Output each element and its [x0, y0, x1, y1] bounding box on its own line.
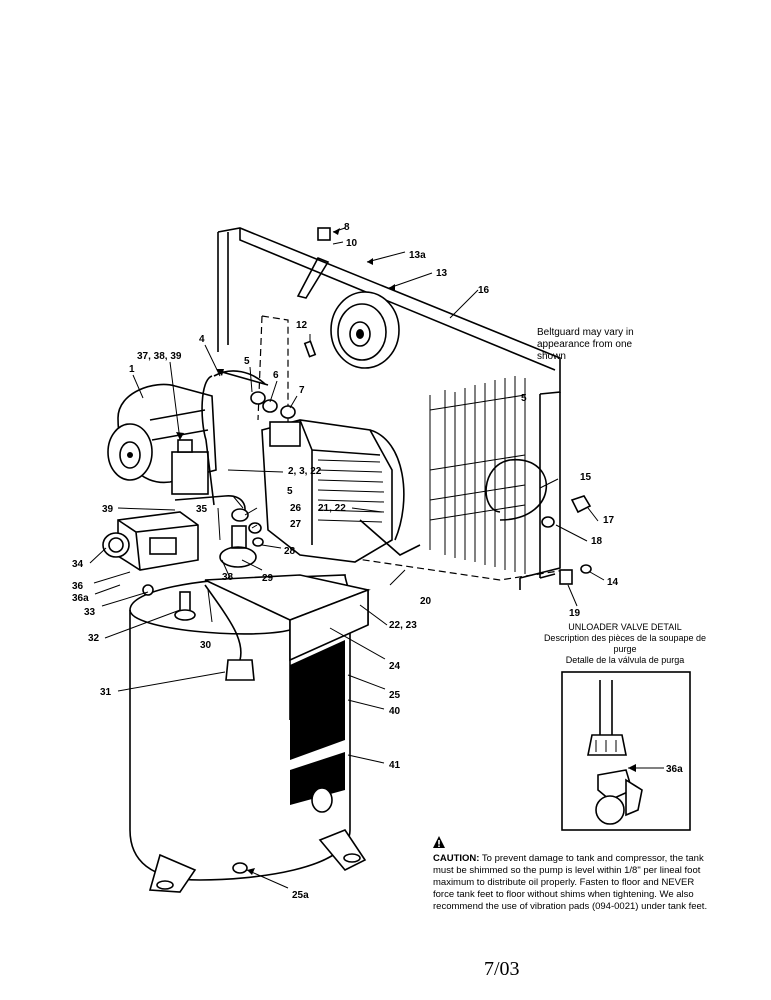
callout-39: 39: [102, 504, 114, 515]
callout-36: 36: [72, 581, 84, 592]
callout-37-38-39: 37, 38, 39: [137, 351, 182, 362]
tube: [201, 371, 269, 506]
callout-32: 32: [88, 633, 100, 644]
callout-28: 28: [284, 546, 296, 557]
callout-19: 19: [569, 608, 581, 619]
detail-title: UNLOADER VALVE DETAIL Description des pi…: [540, 622, 710, 666]
callout-6: 6: [273, 370, 279, 381]
beltguard-note: Beltguard may vary in appearance from on…: [537, 327, 634, 362]
callout-2-3-22: 2, 3, 22: [288, 466, 322, 477]
pulley: [330, 291, 400, 369]
detail-title-en: UNLOADER VALVE DETAIL: [568, 622, 682, 632]
fitting-17: [570, 495, 592, 514]
callout-8: 8: [344, 222, 350, 233]
pump: [261, 419, 421, 563]
callout-24: 24: [389, 661, 401, 672]
callout-12: 12: [296, 320, 308, 331]
plug: [225, 659, 255, 681]
pin: [303, 340, 317, 358]
callout-20: 20: [420, 596, 432, 607]
leader-lines: [89, 227, 664, 889]
callout-21-22: 21, 22: [318, 503, 346, 514]
callout-31: 31: [100, 687, 112, 698]
callout-26: 26: [290, 503, 302, 514]
callout-36a: 36a: [72, 593, 89, 604]
callout-22-23: 22, 23: [389, 620, 417, 631]
belt-dash-guide-lower: [329, 554, 566, 581]
detail-title-es: Detalle de la válvula de purga: [565, 655, 685, 665]
callout-40: 40: [389, 706, 401, 717]
unloader-valve-detail: 36a: [561, 671, 691, 831]
callout-5-mid: 5: [287, 486, 293, 497]
callout-5-guard: 5: [521, 393, 527, 404]
callout-13: 13: [436, 268, 448, 279]
callout-7: 7: [299, 385, 305, 396]
caution-text: To prevent damage to tank and compressor…: [433, 853, 708, 912]
callout-35: 35: [196, 504, 208, 515]
callout-16: 16: [478, 285, 490, 296]
callout-4: 4: [199, 334, 205, 345]
fittings: [250, 391, 296, 419]
belt-guard: [217, 227, 561, 590]
callout-1: 1: [129, 364, 135, 375]
callout-labels: 8 10 13a 13 16 12 37, 38, 39 4 1 5 6 7 2…: [72, 222, 619, 901]
page-code: 7/03: [484, 958, 520, 980]
caution-note: CAUTION: To prevent damage to tank and c…: [433, 853, 713, 913]
callout-25a: 25a: [292, 890, 309, 901]
callout-30: 30: [200, 640, 212, 651]
fitting-14: [580, 564, 592, 574]
air-tank: [129, 574, 371, 893]
callout-18: 18: [591, 536, 603, 547]
unloader-fittings: [219, 508, 264, 568]
callout-15: 15: [580, 472, 592, 483]
callout-25: 25: [389, 690, 401, 701]
callout-5-top: 5: [244, 356, 250, 367]
callout-34: 34: [72, 559, 84, 570]
callout-27: 27: [290, 519, 302, 530]
belt-dash-guide: [261, 315, 289, 470]
bolt-8: [317, 227, 331, 241]
detail-callout-36a: 36a: [666, 764, 683, 775]
callout-41: 41: [389, 760, 401, 771]
fitting-18: [541, 516, 555, 528]
pressure-switch: [102, 511, 199, 571]
bracket-19: [559, 569, 573, 585]
warning-triangle-icon: [433, 836, 445, 848]
callout-38: 38: [222, 572, 234, 583]
motor: [107, 383, 217, 495]
callout-10: 10: [346, 238, 358, 249]
callout-13a: 13a: [409, 250, 426, 261]
caution-label: CAUTION:: [433, 853, 480, 864]
callout-14: 14: [607, 577, 619, 588]
callout-29: 29: [262, 573, 274, 584]
callout-33: 33: [84, 607, 96, 618]
bracket: [296, 256, 330, 299]
callout-17: 17: [603, 515, 615, 526]
arrowheads: [176, 228, 636, 875]
power-cord: [204, 584, 242, 661]
detail-title-fr: Description des pièces de la soupape de …: [543, 633, 707, 654]
